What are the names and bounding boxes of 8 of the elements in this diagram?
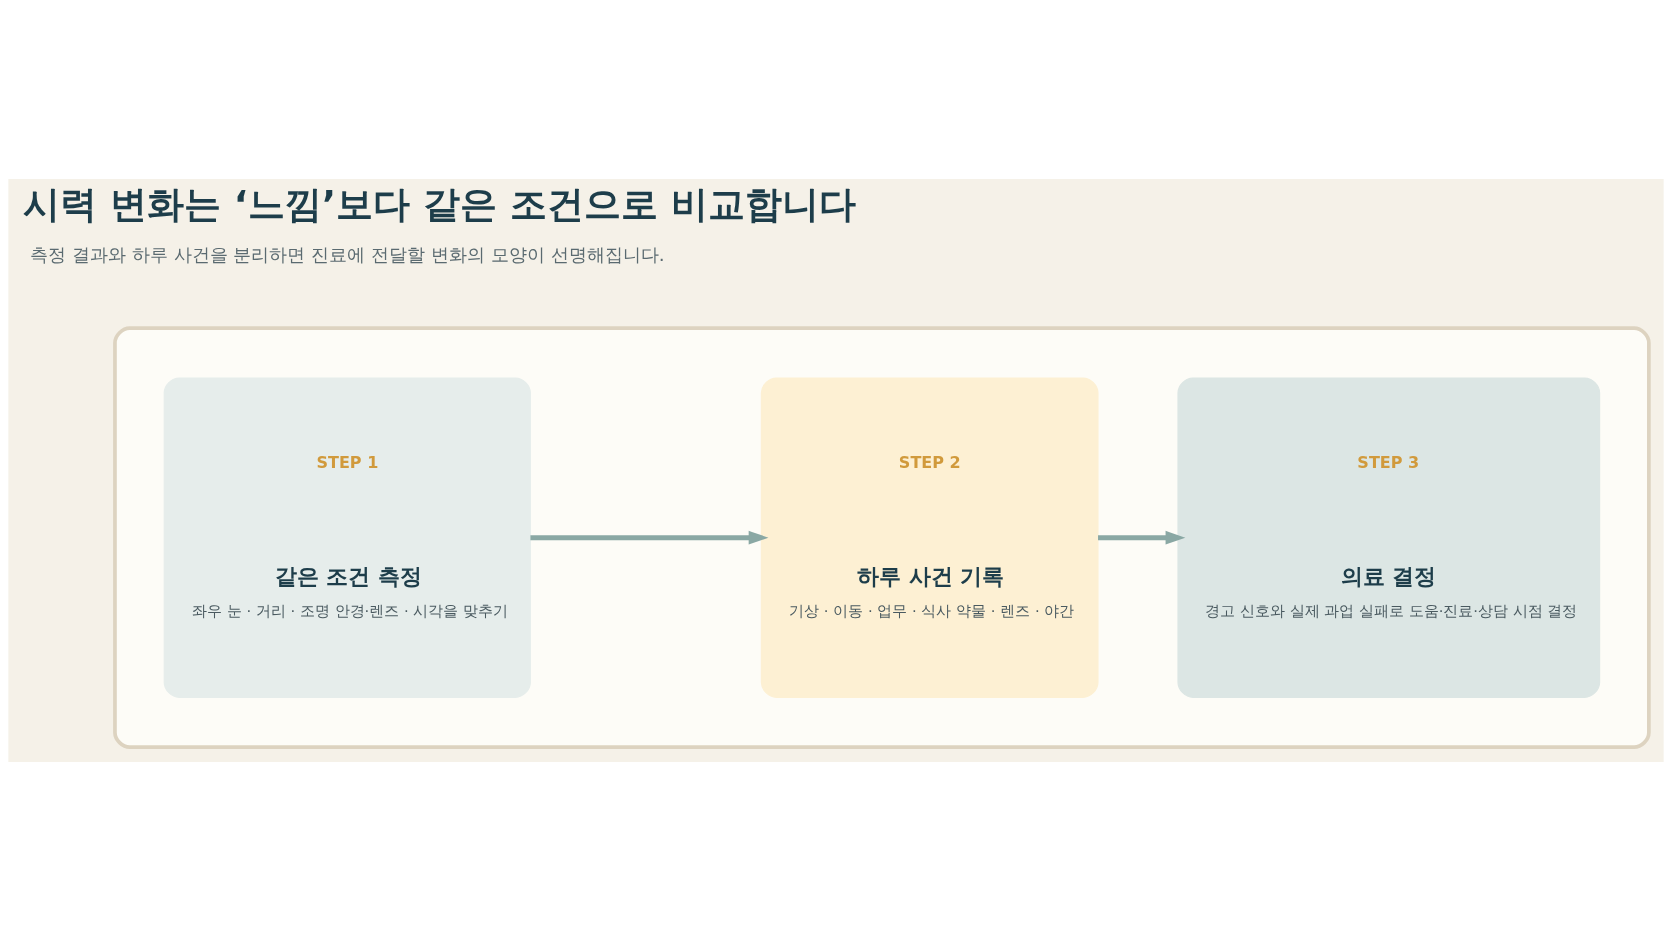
- label: 측정 결과와 하루 사건을 분리하면 진료에 전달할 변화의 모양이 선명해집니다.: [29, 243, 665, 265]
- arrow: [530, 530, 769, 545]
- node-box: STEP 3 의료 결정 경고 신호와 실제 과업 실패로 도움·진료·상담 시점 결정: [1177, 377, 1601, 698]
- diagram-title: 시력 변화는 ‘느낌’보다 같은 조건으로 비교합니다: [23, 183, 856, 227]
- cluster: [113, 326, 1651, 750]
- node-box: STEP 1 같은 조건 측정 좌우 눈 · 거리 · 조명 안경·렌즈 · 시각을 맞추기: [163, 377, 531, 698]
- arrow: [1098, 530, 1186, 545]
- node-box: STEP 2 하루 사건 기록 기상 · 이동 · 업무 · 식사 약물 · 렌즈 · 야간: [760, 377, 1099, 698]
